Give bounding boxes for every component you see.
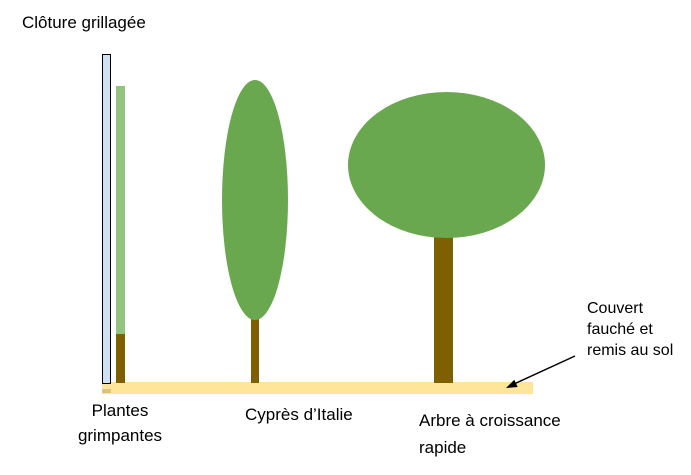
ground-strip [102, 382, 533, 394]
fence-label: Clôture grillagée [22, 13, 146, 32]
cypress-trunk [251, 316, 259, 383]
tree-trunk [434, 230, 453, 383]
cypress-foliage [222, 80, 288, 320]
climbing-plant-stem [116, 334, 125, 383]
cypress-label: Cyprès d’Italie [245, 405, 353, 424]
arrow-line [513, 355, 576, 385]
fence-bar [102, 54, 111, 384]
climbing-plant-foliage [116, 86, 125, 334]
climbing-plants-label: Plantes grimpantes [77, 401, 163, 445]
fence-base [102, 389, 111, 393]
tree-crown [348, 92, 545, 238]
ground-cover-label: Couvert fauché et remis au sol [587, 300, 674, 359]
fast-growing-tree-label: Arbre à croissance rapide [419, 411, 561, 457]
arrow-head-icon [506, 379, 518, 388]
